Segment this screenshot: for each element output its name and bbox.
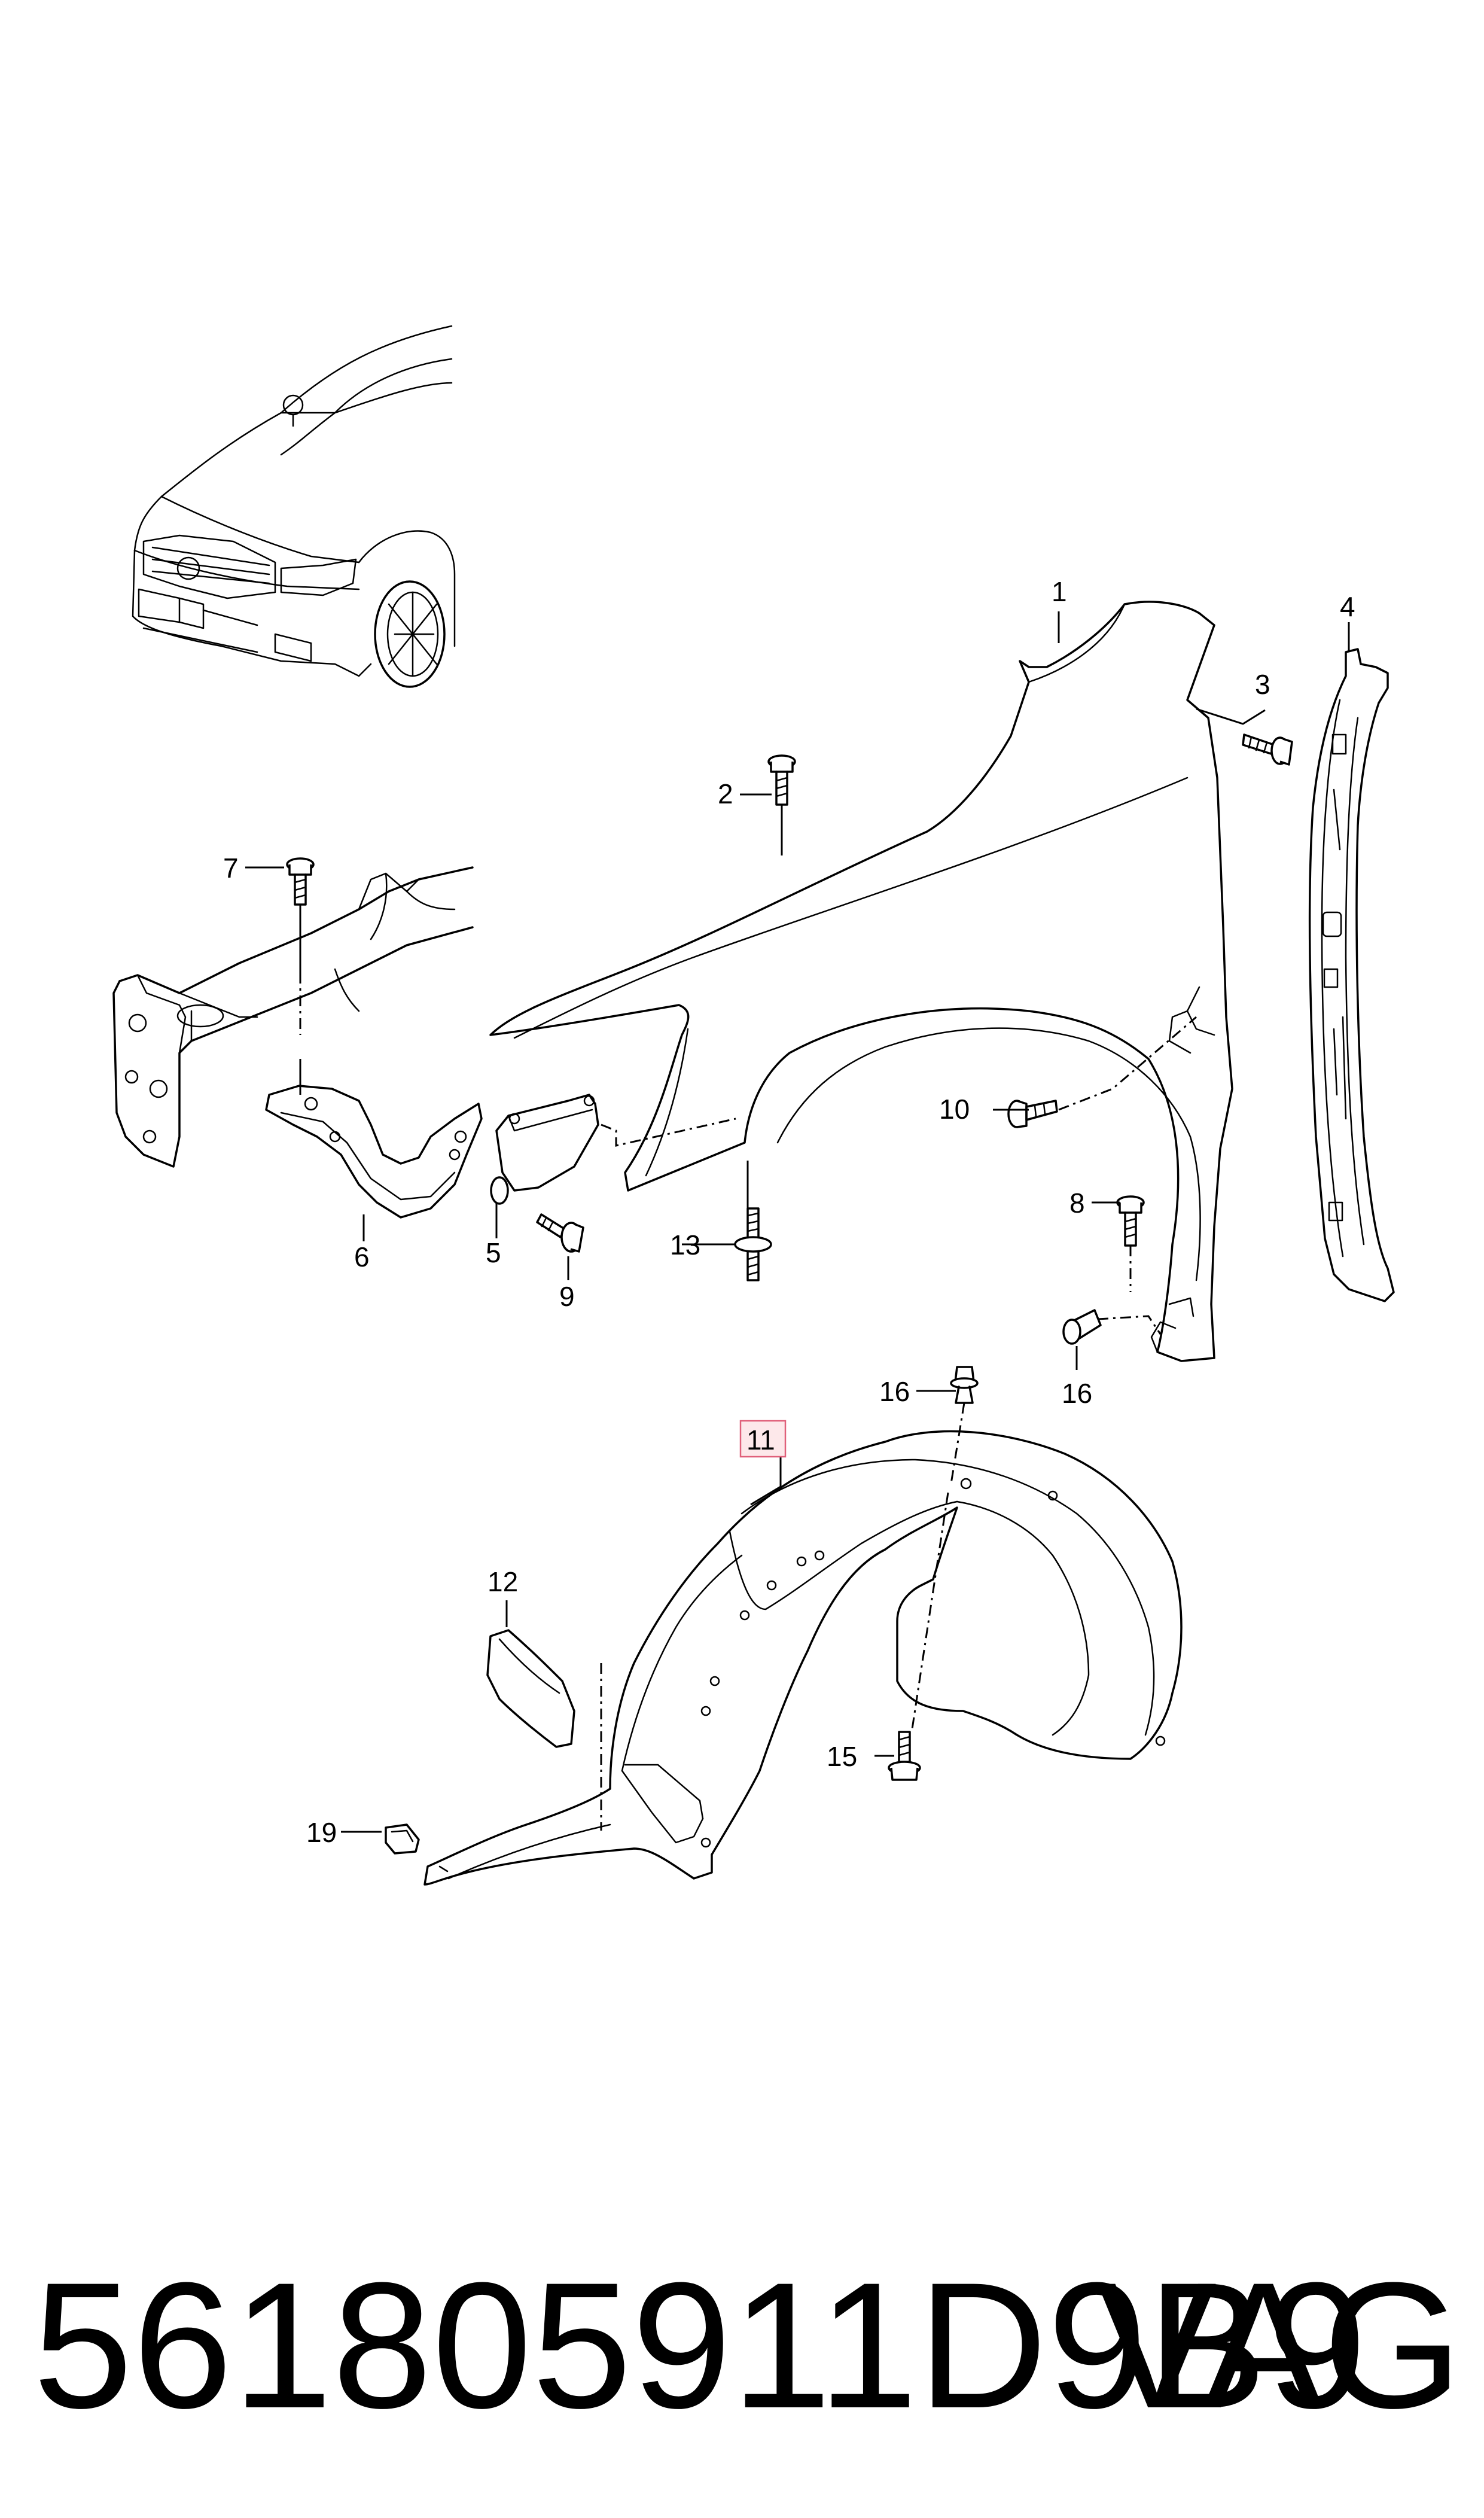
screw-part-10 <box>1007 1100 1058 1128</box>
callout-4: 4 <box>1340 591 1355 622</box>
body-carrier <box>112 866 474 1168</box>
callout-8: 8 <box>1069 1188 1085 1219</box>
footer: 561805911D9B9 VAG <box>33 2255 1462 2435</box>
callout-13: 13 <box>670 1229 700 1260</box>
callout-12: 12 <box>487 1566 518 1597</box>
stud-part-13 <box>734 1207 772 1281</box>
callout-labels: 1 2 3 4 5 6 7 8 9 10 11 12 13 15 16 16 1… <box>223 576 1355 1848</box>
screw-part-8 <box>1116 1195 1145 1247</box>
front-fender <box>489 601 1233 1362</box>
callout-5: 5 <box>486 1237 501 1268</box>
callout-7: 7 <box>223 852 239 884</box>
nut-clip-part-19 <box>385 1823 420 1855</box>
brand-label: VAG <box>1096 2245 1462 2446</box>
wheel-arch-liner <box>423 1430 1183 1886</box>
screw-part-3 <box>1242 733 1293 766</box>
callout-10: 10 <box>939 1094 970 1125</box>
callout-9: 9 <box>559 1281 575 1312</box>
bracket-part-5 <box>490 1094 599 1205</box>
callout-2: 2 <box>718 778 733 809</box>
inlay-pad-part-12 <box>486 1629 575 1748</box>
callout-11: 11 <box>746 1424 775 1456</box>
callout-6: 6 <box>354 1241 370 1272</box>
callout-11-highlight <box>739 1420 787 1458</box>
screw-part-7 <box>286 857 315 906</box>
screw-part-2 <box>767 754 796 806</box>
part-number: 561805911D9B9 <box>33 2245 1367 2446</box>
fender-seal-strip <box>1308 648 1395 1302</box>
callout-16-lower: 16 <box>1062 1378 1092 1409</box>
callout-15: 15 <box>827 1741 857 1772</box>
callout-3: 3 <box>1255 669 1270 700</box>
car-thumbnail <box>132 325 456 688</box>
callout-16-upper: 16 <box>879 1376 910 1407</box>
clip-part-16-upper <box>950 1366 979 1404</box>
parts-diagram: 1 2 3 4 5 6 7 8 9 10 11 12 13 15 16 16 1… <box>112 325 1395 1886</box>
callout-19: 19 <box>306 1817 337 1848</box>
leader-lines <box>245 611 1350 1833</box>
clip-part-16-lower <box>1062 1309 1102 1345</box>
screw-part-9 <box>536 1213 584 1253</box>
screw-part-15 <box>888 1731 921 1781</box>
bracket-part-6 <box>265 1085 483 1219</box>
callout-1: 1 <box>1052 576 1067 607</box>
